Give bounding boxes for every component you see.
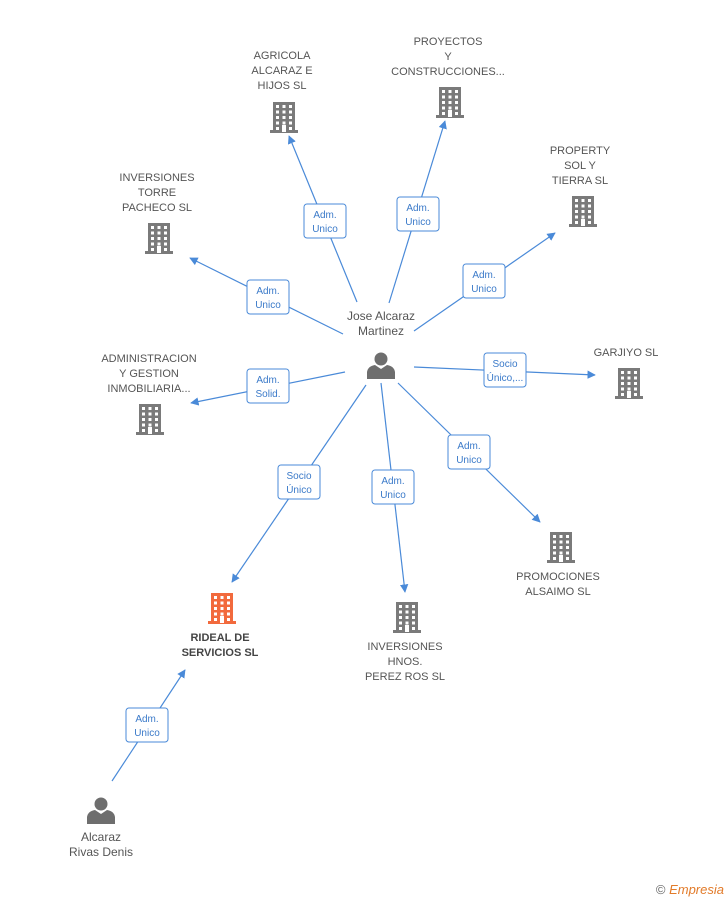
building-icon — [436, 87, 464, 118]
relation-label[interactable]: Adm.Unico — [462, 263, 506, 299]
relation-label-text: Adm.Unico — [312, 210, 338, 235]
relation-label[interactable]: Adm.Unico — [303, 203, 347, 239]
relation-label-text: Adm.Unico — [471, 270, 497, 295]
brand-logo: Empresia — [669, 882, 724, 897]
relation-label-text: Adm.Unico — [405, 203, 431, 228]
building-icon — [615, 368, 643, 399]
relation-label[interactable]: Adm.Unico — [447, 434, 491, 470]
person-icon — [367, 352, 395, 379]
relation-label[interactable]: Adm.Solid. — [246, 368, 290, 404]
building-icon — [270, 102, 298, 133]
building-icon — [393, 602, 421, 633]
company-node[interactable]: GARJIYO SL — [594, 347, 659, 399]
copyright-footer: © Empresia — [656, 882, 724, 897]
relation-label-text: Adm.Unico — [380, 476, 406, 501]
relation-label[interactable]: Adm.Unico — [246, 279, 290, 315]
relation-label-text: Adm.Unico — [255, 286, 281, 311]
person-icon — [87, 797, 115, 824]
relation-label-text: Adm.Unico — [134, 714, 160, 739]
building-icon — [547, 532, 575, 563]
relation-label[interactable]: Adm.Unico — [371, 469, 415, 505]
copyright-icon: © — [655, 882, 666, 897]
building-icon — [145, 223, 173, 254]
building-icon — [208, 593, 236, 624]
relation-label[interactable]: Adm.Unico — [125, 707, 169, 743]
relation-label-text: Adm.Unico — [456, 441, 482, 466]
building-icon — [569, 196, 597, 227]
relation-label-text: Adm.Solid. — [255, 375, 280, 400]
building-icon — [136, 404, 164, 435]
relation-label[interactable]: Adm.Unico — [396, 196, 440, 232]
company-name: GARJIYO SL — [594, 347, 659, 359]
